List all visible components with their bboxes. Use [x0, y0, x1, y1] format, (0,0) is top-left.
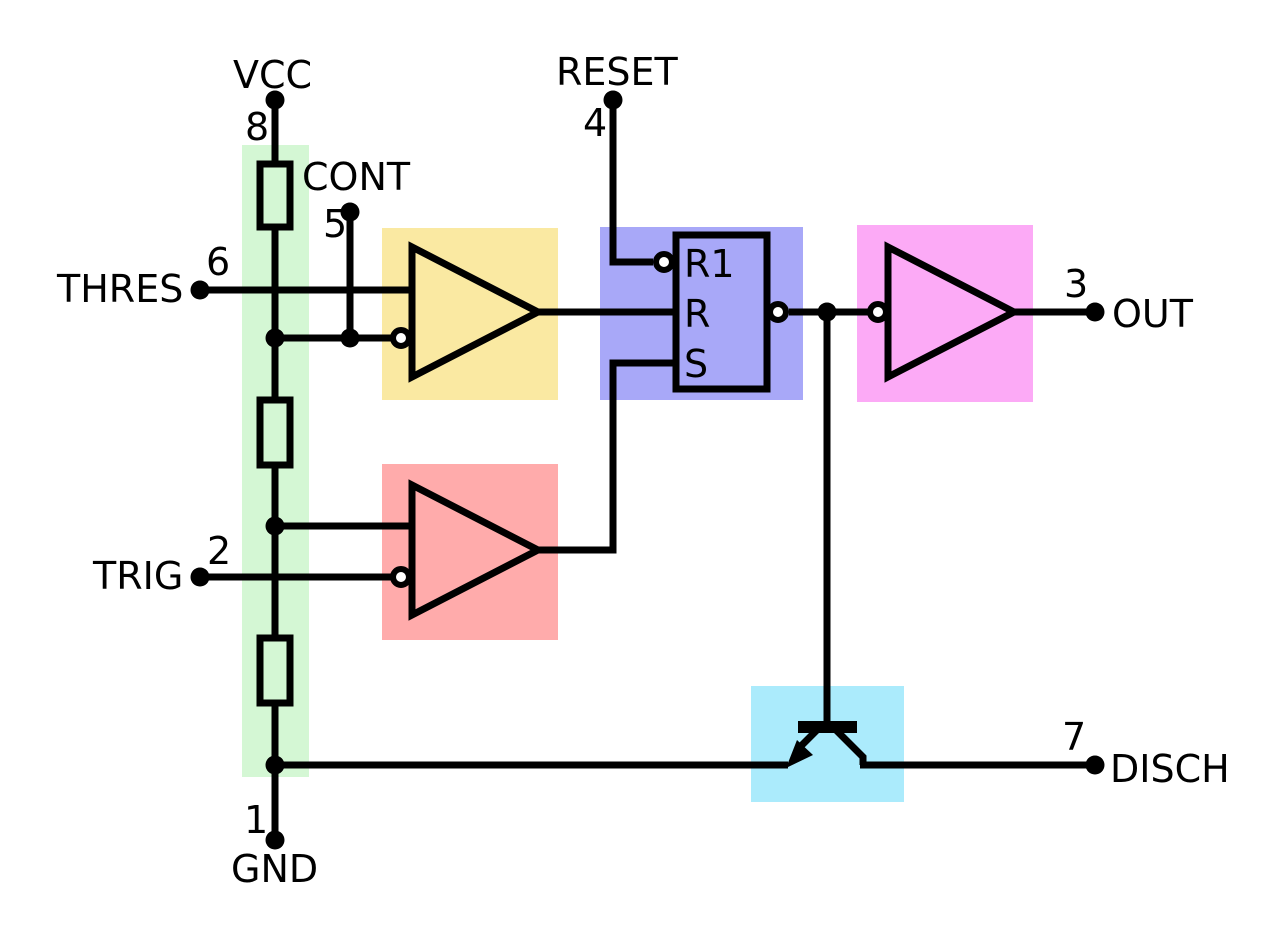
trig-pin-label: TRIG	[92, 554, 183, 598]
block-highlights	[242, 145, 1033, 802]
gnd-pin-label: GND	[231, 847, 318, 891]
gnd-pin-number: 1	[244, 798, 268, 842]
out-pin-number: 3	[1064, 262, 1088, 306]
transistor-collector	[831, 725, 867, 765]
transistor-emitter	[796, 724, 823, 751]
threshold-comparator-triangle	[408, 241, 546, 383]
latch-output-bubble	[767, 301, 789, 323]
buffer-input-bubble	[867, 301, 889, 323]
vcc-pin-label: VCC	[233, 53, 312, 97]
thres-pin-dot	[190, 280, 210, 300]
vcc-pin-number: 8	[245, 105, 269, 149]
disch-pin-dot	[1085, 755, 1105, 775]
reset-pin-number: 4	[583, 101, 607, 145]
voltage-divider	[256, 160, 294, 707]
disch-pin-number: 7	[1062, 715, 1086, 759]
latch-r-label: R	[684, 292, 710, 336]
gnd-pin-dot	[265, 830, 285, 850]
resistor-top	[256, 160, 294, 231]
trig-pin-number: 2	[207, 529, 231, 573]
junction-divider-mid	[265, 516, 285, 536]
reset-pin-dot	[603, 90, 623, 110]
inversion-bubbles	[390, 251, 889, 588]
junction-gnd-rail	[265, 755, 285, 775]
threshold-comp-inverting-bubble	[390, 327, 412, 349]
disch-pin-label: DISCH	[1110, 747, 1230, 791]
reset-wire	[609, 100, 653, 266]
trigger-comparator-triangle	[408, 479, 546, 621]
trig-pin-dot	[190, 567, 210, 587]
labels: VCC 8 CONT 5 THRES 6 TRIG 2 RESET 4 R1 R…	[56, 50, 1230, 891]
discharge-transistor	[786, 721, 867, 768]
terminals	[190, 90, 1105, 850]
thres-pin-label: THRES	[56, 267, 183, 311]
wires	[200, 100, 1095, 840]
latch-r1-input-bubble	[653, 251, 675, 273]
cont-pin-dot	[340, 202, 360, 222]
reset-pin-label: RESET	[556, 50, 679, 94]
latch-r1-label: R1	[684, 242, 735, 286]
latch-s-label: S	[684, 342, 708, 386]
junction-divider-top	[265, 328, 285, 348]
out-pin-label: OUT	[1112, 292, 1194, 336]
trigger-comp-output-wire	[538, 359, 676, 554]
resistor-bottom	[256, 634, 294, 707]
out-pin-dot	[1085, 302, 1105, 322]
vcc-pin-dot	[265, 90, 285, 110]
trigger-comp-inverting-bubble	[390, 566, 412, 588]
cont-pin-number: 5	[323, 202, 347, 246]
junction-latch-output	[817, 302, 837, 322]
resistor-middle	[256, 396, 294, 469]
junction-cont-node	[340, 328, 360, 348]
cont-pin-label: CONT	[302, 155, 411, 199]
thres-pin-number: 6	[206, 240, 230, 284]
emitter-arrow-icon	[786, 740, 813, 768]
